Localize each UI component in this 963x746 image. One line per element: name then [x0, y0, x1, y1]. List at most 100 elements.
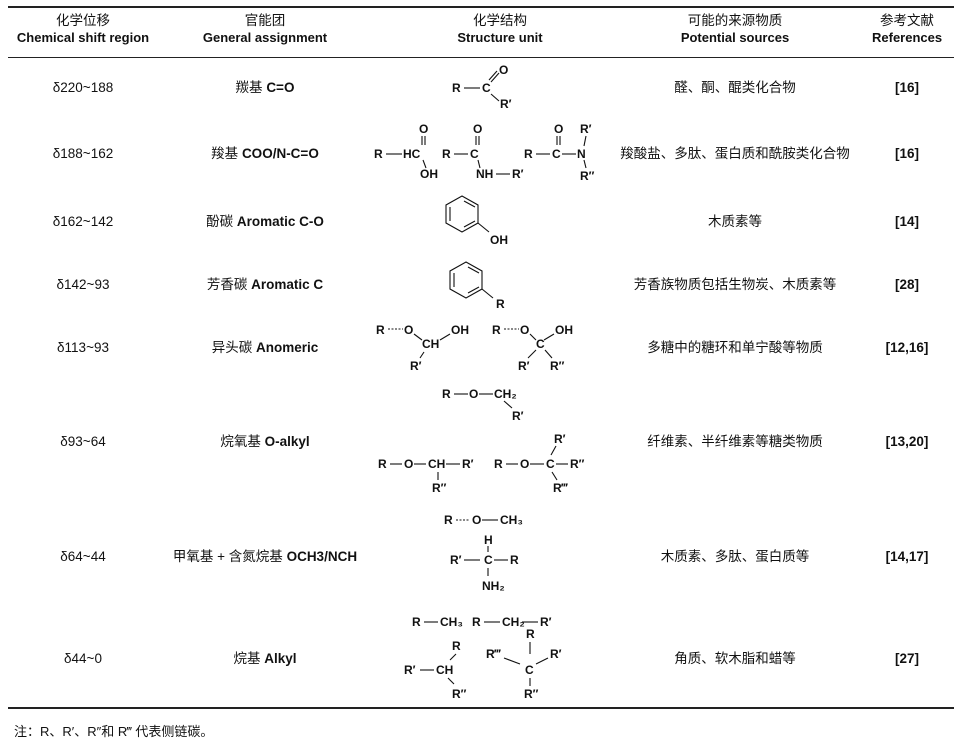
group-label: 芳香碳 Aromatic C: [206, 277, 324, 292]
carbonyl-structure: R C O R′: [452, 63, 512, 111]
reference: [27]: [894, 651, 919, 666]
svg-text:R: R: [378, 457, 387, 471]
svg-text:R″: R″: [580, 169, 595, 183]
svg-text:R″: R″: [432, 481, 447, 495]
reference: [13,20]: [885, 434, 929, 449]
table-footnote: 注：R、R′、R″和 R‴ 代表侧链碳。: [14, 724, 214, 739]
source-text: 多糖中的糖环和单宁酸等物质: [647, 340, 823, 355]
shift-value: δ220~188: [52, 80, 114, 95]
svg-text:CH₂: CH₂: [502, 615, 525, 629]
svg-text:R′: R′: [450, 553, 462, 567]
svg-text:R‴: R‴: [553, 481, 569, 495]
group-label: 异头碳 Anomeric: [211, 340, 319, 355]
reference: [14,17]: [885, 549, 929, 564]
svg-text:C: C: [552, 147, 561, 161]
methoxy-nch-structure: R O CH₃ H R′ C R NH₂: [444, 513, 523, 593]
svg-text:R′: R′: [550, 647, 562, 661]
svg-text:R: R: [444, 513, 453, 527]
svg-text:R: R: [526, 627, 535, 641]
shift-value: δ44~0: [64, 651, 102, 666]
svg-text:OH: OH: [451, 323, 469, 337]
svg-text:O: O: [469, 387, 478, 401]
svg-text:O: O: [472, 513, 481, 527]
shift-value: δ64~44: [60, 549, 106, 564]
reference: [12,16]: [885, 340, 929, 355]
svg-text:R: R: [494, 457, 503, 471]
svg-text:R: R: [442, 387, 451, 401]
svg-text:CH₃: CH₃: [440, 615, 463, 629]
svg-text:O: O: [520, 457, 529, 471]
svg-text:C: C: [525, 663, 534, 677]
svg-text:O: O: [419, 122, 428, 136]
reference: [16]: [894, 146, 919, 161]
group-label: 烷氧基 O-alkyl: [220, 434, 310, 449]
source-text: 醛、酮、醌类化合物: [674, 80, 796, 95]
svg-text:R′: R′: [540, 615, 552, 629]
svg-text:OH: OH: [555, 323, 573, 337]
svg-text:N: N: [577, 147, 586, 161]
group-label: 酚碳 Aromatic C-O: [206, 214, 324, 229]
svg-text:O: O: [554, 122, 563, 136]
header-rule: [8, 57, 954, 58]
source-text: 纤维素、半纤维素等糖类物质: [647, 434, 823, 449]
svg-text:O: O: [473, 122, 482, 136]
svg-text:R″: R″: [570, 457, 585, 471]
svg-text:NH₂: NH₂: [482, 579, 505, 593]
svg-text:R: R: [452, 639, 461, 653]
svg-text:OH: OH: [490, 233, 508, 247]
group-label: 羧基 COO/N-C=O: [211, 146, 319, 161]
svg-text:R: R: [510, 553, 519, 567]
svg-text:R′: R′: [518, 359, 530, 373]
carboxyl-amide-structure: R HC O OH R C O NH R′ R C O N R′ R″: [374, 122, 595, 183]
svg-text:C: C: [482, 81, 491, 95]
svg-text:O: O: [499, 63, 508, 77]
shift-value: δ162~142: [52, 214, 114, 229]
o-alkyl-structure: R O CH₂ R′ R O CH R′ R″ R O C R′ R″ R‴: [378, 387, 585, 495]
svg-text:HC: HC: [403, 147, 421, 161]
svg-text:CH: CH: [436, 663, 453, 677]
svg-text:CH₃: CH₃: [500, 513, 523, 527]
svg-text:O: O: [404, 457, 413, 471]
svg-text:R: R: [376, 323, 385, 337]
svg-text:R′: R′: [512, 409, 524, 423]
svg-text:R: R: [412, 615, 421, 629]
svg-text:R″: R″: [524, 687, 539, 701]
table-top-rule: [8, 6, 954, 8]
svg-text:C: C: [470, 147, 479, 161]
reference: [16]: [894, 80, 919, 95]
svg-text:NH: NH: [476, 167, 493, 181]
source-text: 羧酸盐、多肽、蛋白质和酰胺类化合物: [620, 146, 850, 161]
svg-text:CH: CH: [428, 457, 445, 471]
svg-text:C: C: [546, 457, 555, 471]
svg-text:R′: R′: [404, 663, 416, 677]
svg-text:C: C: [536, 337, 545, 351]
aromatic-structure: R: [449, 261, 505, 311]
source-text: 木质素、多肽、蛋白质等: [660, 549, 810, 564]
source-text: 木质素等: [708, 214, 762, 229]
svg-text:R: R: [492, 323, 501, 337]
svg-text:R: R: [472, 615, 481, 629]
svg-text:H: H: [484, 533, 493, 547]
svg-text:R: R: [374, 147, 383, 161]
svg-text:R′: R′: [554, 432, 566, 446]
svg-text:C: C: [484, 553, 493, 567]
svg-text:OH: OH: [420, 167, 438, 181]
alkyl-structure: R CH₃ R CH₂ R′ R R′ CH R″ R R‴ R′ C R″: [404, 615, 562, 701]
phenol-structure: OH: [445, 195, 508, 247]
svg-text:CH₂: CH₂: [494, 387, 517, 401]
shift-value: δ142~93: [56, 277, 110, 292]
group-label: 甲氧基 + 含氮烷基 OCH3/NCH: [172, 549, 358, 564]
svg-text:R: R: [496, 297, 505, 311]
shift-value: δ93~64: [60, 434, 106, 449]
svg-text:R″: R″: [550, 359, 565, 373]
reference: [28]: [894, 277, 919, 292]
svg-text:R″: R″: [452, 687, 467, 701]
group-label: 烷基 Alkyl: [233, 651, 297, 666]
group-label: 羰基 C=O: [235, 80, 295, 95]
svg-text:R: R: [442, 147, 451, 161]
